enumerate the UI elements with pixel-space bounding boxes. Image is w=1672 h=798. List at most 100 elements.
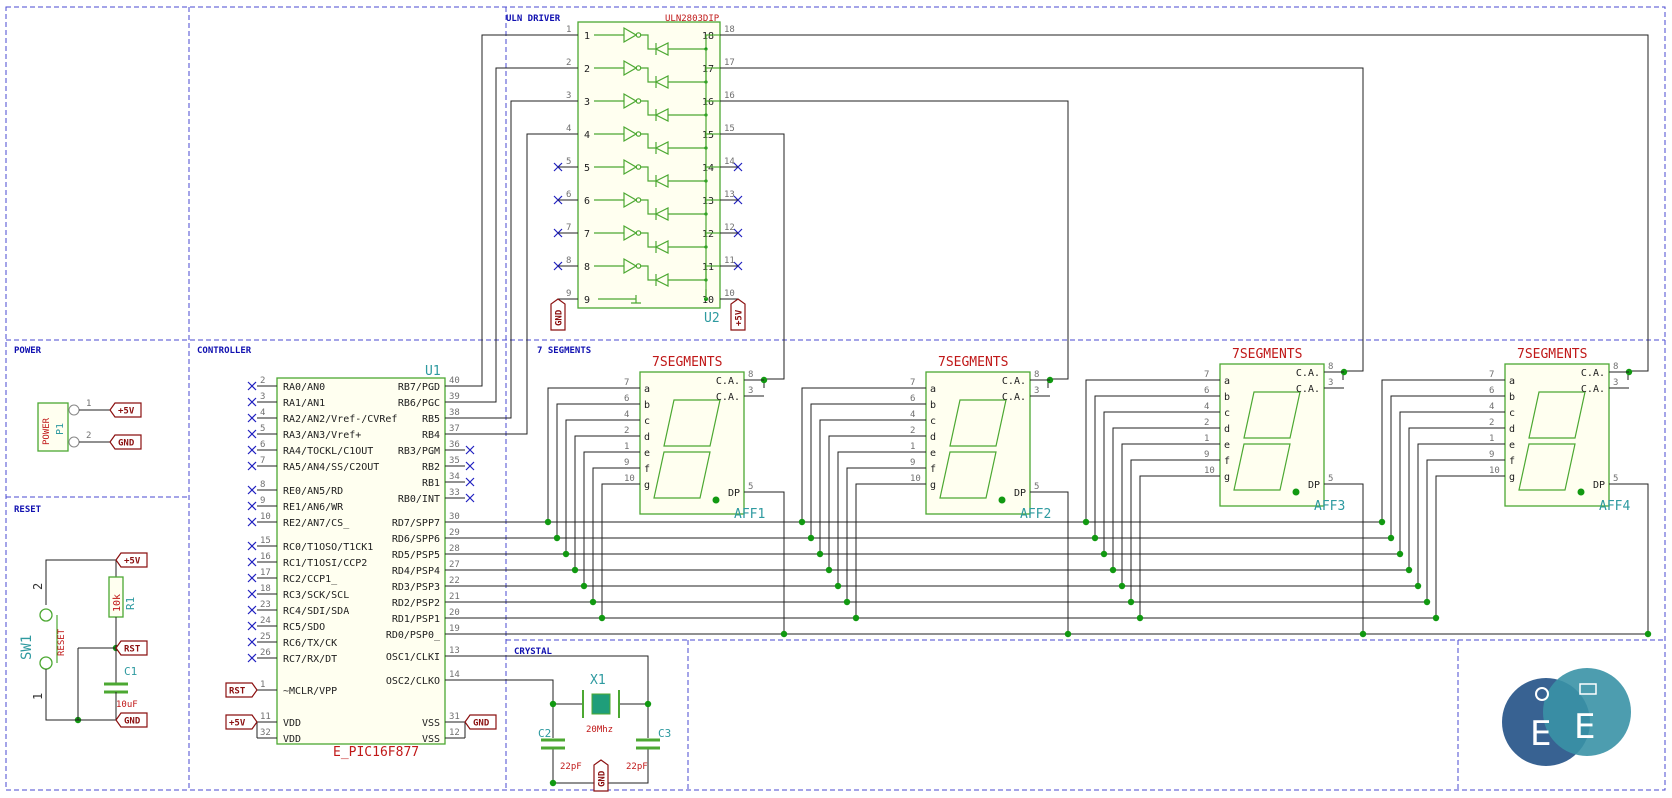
pic-pin-number: 19 xyxy=(449,624,460,634)
section-controller-label: CONTROLLER xyxy=(197,346,252,356)
junction-dot xyxy=(1359,630,1367,638)
junction-dot xyxy=(544,518,552,526)
junction-dot xyxy=(1387,534,1395,542)
display-pin-number: 1 xyxy=(624,442,629,452)
uln-pin-label: 3 xyxy=(584,97,590,108)
display-pin-label: DP xyxy=(728,488,740,499)
svg-text:+5V: +5V xyxy=(229,719,246,729)
pic-pin-number: 29 xyxy=(449,528,460,538)
svg-text:GND: GND xyxy=(473,719,490,729)
pic-pin-number: 7 xyxy=(260,456,265,466)
no-connect-icon xyxy=(247,501,257,511)
display-value: 7SEGMENTS xyxy=(652,355,722,370)
svg-text:C3: C3 xyxy=(658,727,671,740)
pic-pin-number: 10 xyxy=(260,512,271,522)
uln-pin-label: 5 xyxy=(584,163,590,174)
pic-pin-number: 6 xyxy=(260,440,265,450)
display-pin-label: b xyxy=(644,400,650,411)
buffer-icon xyxy=(623,224,638,242)
dp-dot xyxy=(712,496,720,504)
display-pin-number: 3 xyxy=(748,386,753,396)
junction-dot xyxy=(644,700,652,708)
uln-pin-number: 2 xyxy=(566,58,571,68)
no-connect-icon xyxy=(247,621,257,631)
crystal-icon xyxy=(591,693,611,715)
segment-route xyxy=(1085,379,1200,522)
uln-pin-label: 16 xyxy=(702,97,714,108)
buffer-icon xyxy=(623,26,638,44)
display-pin-label: e xyxy=(1224,440,1230,451)
pic-pin-number: 28 xyxy=(449,544,460,554)
wire-dp3 xyxy=(1343,483,1364,634)
no-connect-icon xyxy=(247,573,257,583)
segment-route xyxy=(1381,379,1485,522)
pic-pin-label: RD2/PSP2 xyxy=(392,598,440,609)
display-pin-label: b xyxy=(1224,392,1230,403)
junction-dot xyxy=(549,700,557,708)
display-ref: AFF1 xyxy=(734,507,765,522)
display-body xyxy=(639,371,745,515)
display-pin-number: 7 xyxy=(1489,370,1494,380)
segment-route xyxy=(1112,427,1200,570)
display-pin-label: e xyxy=(1509,440,1515,451)
no-connect-icon xyxy=(247,381,257,391)
junction-dot xyxy=(1100,550,1108,558)
display-pin-number: 1 xyxy=(910,442,915,452)
section-reset-label: RESET xyxy=(14,505,42,515)
junction-dot xyxy=(571,566,579,574)
pic-pin-number: 30 xyxy=(449,512,460,522)
svg-text:GND: GND xyxy=(555,309,565,326)
pic-pin-label: RB2 xyxy=(422,462,440,473)
digit-upper xyxy=(949,399,1007,447)
wire-rb6 xyxy=(445,67,578,403)
section-uln-label: ULN DRIVER xyxy=(506,14,561,24)
pic16f877-chip: 2RA0/AN03RA1/AN14RA2/AN2/Vref-/CVRef5RA3… xyxy=(257,364,465,760)
crystal-value: 20Mhz xyxy=(586,725,613,735)
pic-pin-number: 21 xyxy=(449,592,460,602)
segment-route xyxy=(819,419,906,554)
svg-text:E: E xyxy=(1574,707,1595,747)
junction-dot xyxy=(1127,598,1135,606)
sheet-border xyxy=(5,6,1666,791)
display-pin-number: 2 xyxy=(1489,418,1494,428)
uln-pin-label: 2 xyxy=(584,64,590,75)
pic16f877-ref: U1 xyxy=(425,364,441,379)
digit-upper xyxy=(1528,391,1586,439)
uln-pin-label: 10 xyxy=(702,295,714,306)
section-zones: ULN DRIVER POWER CONTROLLER 7 SEGMENTS R… xyxy=(5,6,1666,791)
buffer-icon xyxy=(623,257,638,275)
pic-pin-label: RC4/SDI/SDA xyxy=(283,606,349,617)
pic-pin-number: 34 xyxy=(449,472,460,482)
dp-dot xyxy=(1577,488,1585,496)
display-pin-label: C.A. xyxy=(1002,376,1026,387)
switch-ref: SW1 xyxy=(19,635,35,660)
section-7seg-label: 7 SEGMENTS xyxy=(537,346,591,356)
pic-pin-number: 32 xyxy=(260,728,271,738)
pic-pin-number: 15 xyxy=(260,536,271,546)
pic-pin-number: 14 xyxy=(449,670,460,680)
svg-text:RST: RST xyxy=(229,687,246,697)
no-connect-icon xyxy=(247,517,257,527)
segment-route xyxy=(1130,459,1200,602)
display-pin-label: b xyxy=(1509,392,1515,403)
segment-route xyxy=(1121,443,1200,586)
pic-pin-number: 36 xyxy=(449,440,460,450)
pic-pin-label: RB0/INT xyxy=(398,494,440,505)
pic-pin-label: RB7/PGD xyxy=(398,382,440,393)
pic-pin-label: RC2/CCP1_ xyxy=(283,574,338,585)
reset-vcc-label: +5V xyxy=(115,552,148,568)
junction-dot xyxy=(816,550,824,558)
pic-pin-number: 3 xyxy=(260,392,265,402)
pic-pin-label: RD3/PSP3 xyxy=(392,582,440,593)
pic-rst-label: RST xyxy=(225,682,258,698)
display-body xyxy=(925,371,1031,515)
pic-pin-label: RA1/AN1 xyxy=(283,398,325,409)
display-pin-label: C.A. xyxy=(1002,392,1026,403)
display-pin-number: 9 xyxy=(910,458,915,468)
uln-pin-number: 1 xyxy=(566,25,571,35)
junction-dot xyxy=(807,534,815,542)
buffer-icon xyxy=(623,191,638,209)
